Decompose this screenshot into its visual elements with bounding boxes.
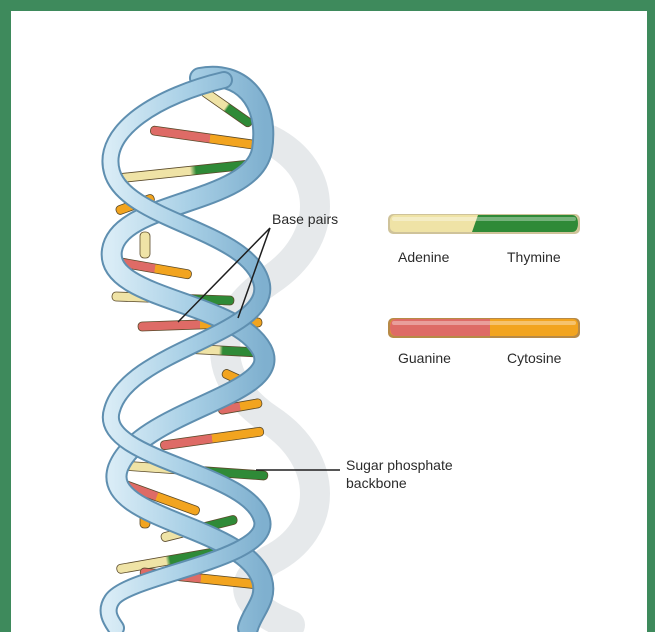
base-pairs-label: Base pairs [272,210,338,228]
base-pair [140,232,150,258]
cytosine-label: Cytosine [507,349,561,367]
sugar-phosphate-backbone-label: Sugar phosphate backbone [346,456,506,492]
legend-bar-adenine-thymine [388,214,580,234]
thymine-label: Thymine [507,248,561,266]
guanine-label: Guanine [398,349,451,367]
adenine-label: Adenine [398,248,449,266]
legend-bar-guanine-cytosine [388,318,580,338]
